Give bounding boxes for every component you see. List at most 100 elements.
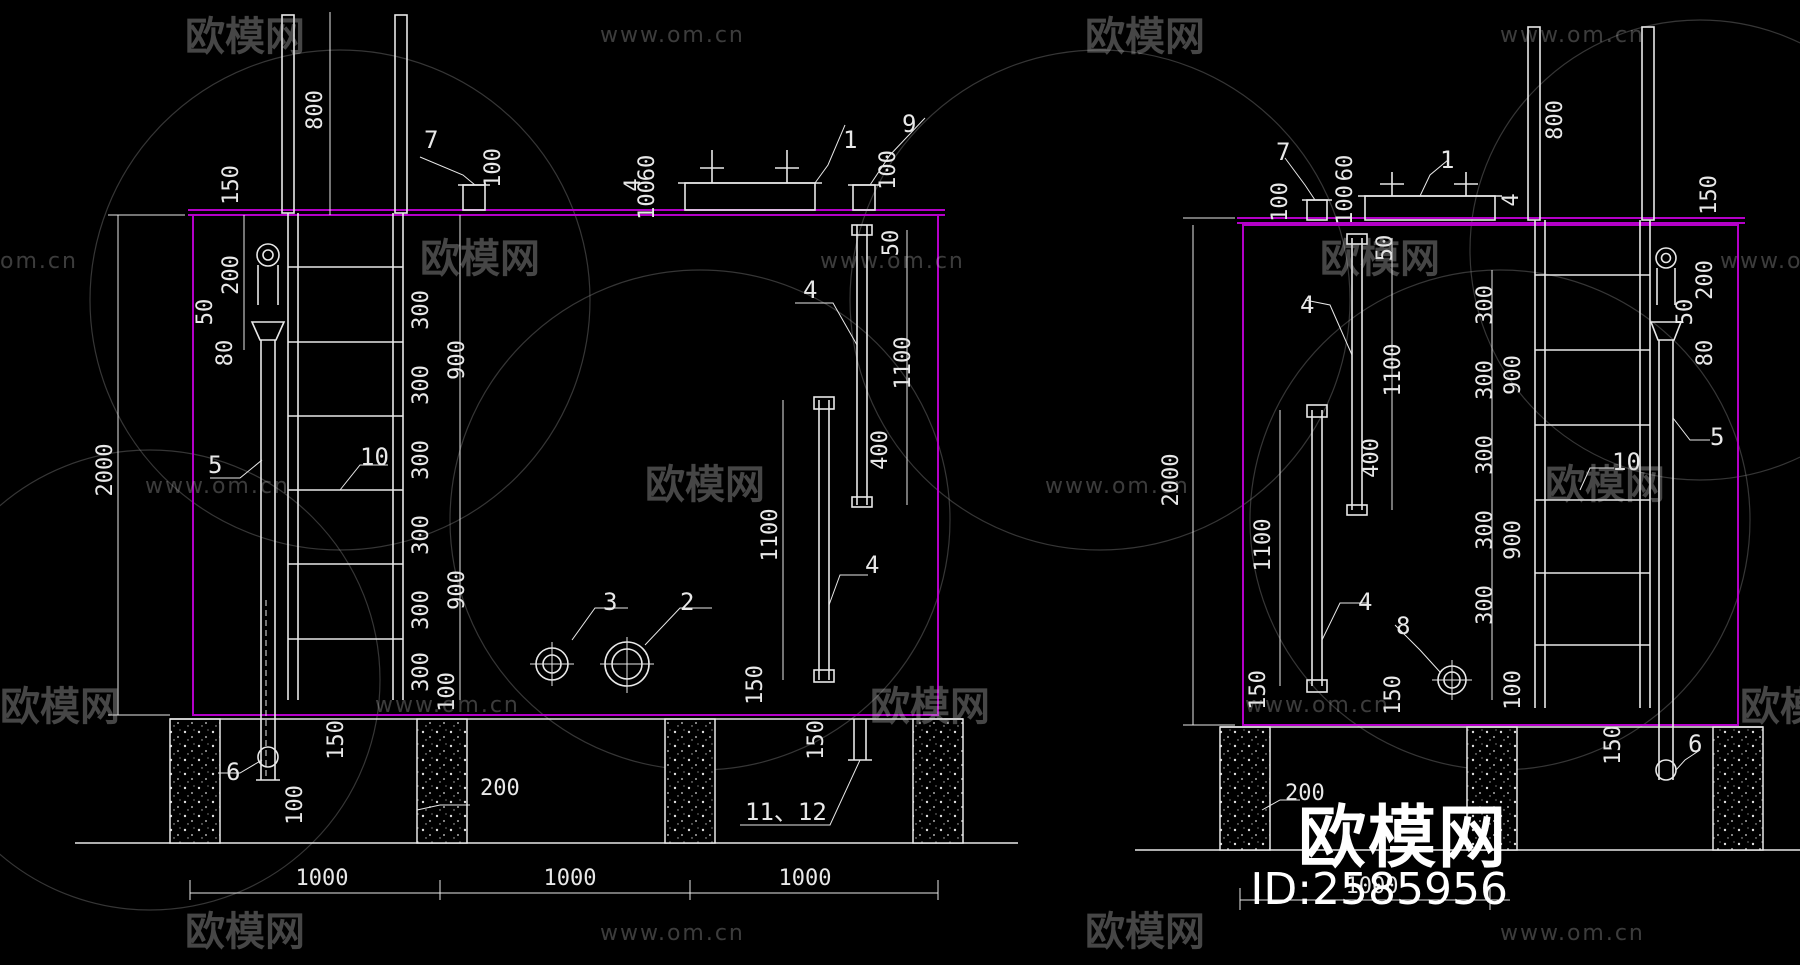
left-ladder-rungs [288, 266, 403, 640]
right-dim-150m: 150 [1381, 675, 1406, 715]
left-pipe-2 [600, 637, 654, 693]
right-footing-3 [1712, 726, 1764, 851]
right-dim-900a: 900 [1501, 355, 1526, 395]
brand-logo: 欧模网 [1297, 799, 1508, 878]
left-label-10: 10 [360, 443, 389, 471]
right-pipe-7 [1302, 199, 1332, 221]
left-label-6: 6 [226, 758, 240, 786]
right-label-1: 1 [1440, 146, 1454, 174]
right-leaders [1261, 157, 1710, 811]
left-label-3: 3 [603, 588, 617, 616]
right-dim-pipe4b-1100: 1100 [1251, 519, 1276, 572]
right-tank-body [1242, 224, 1739, 726]
left-drain-11-12 [848, 719, 872, 761]
watermark-logo: 欧模网 [645, 462, 765, 508]
left-label-7: 7 [424, 126, 438, 154]
left-dim-60: 60 [635, 155, 660, 182]
left-width-dim-3: 1000 [779, 866, 832, 891]
watermark-logo: 欧模网 [1740, 684, 1800, 730]
left-footing-4 [912, 718, 964, 844]
left-dimension-lines [108, 12, 939, 900]
right-ladder-dim-4: 300 [1473, 510, 1498, 550]
left-ladder-dim-1: 300 [409, 290, 434, 330]
watermark-url: www.om.cn [1045, 474, 1190, 499]
left-dim-foot-100: 100 [283, 785, 308, 825]
left-ladder [281, 14, 408, 700]
left-part-labels: 1 2 3 4 4 5 6 7 9 10 11、12 [208, 110, 916, 826]
left-dim-bottom-150: 150 [804, 720, 829, 760]
watermark-logo: 欧模网 [0, 684, 120, 730]
right-dim-top-150: 150 [1697, 175, 1722, 215]
left-dim-900b: 900 [445, 570, 470, 610]
left-footing-1 [169, 718, 221, 844]
left-dim-pipe4-400: 400 [868, 430, 893, 470]
right-label-7: 7 [1276, 138, 1290, 166]
left-manhole-1 [678, 150, 822, 211]
watermark-logo: 欧模网 [870, 684, 990, 730]
left-label-11-12: 11、12 [745, 798, 827, 826]
left-dim-foot-150: 150 [324, 720, 349, 760]
watermark-url: www.om.cn [145, 474, 290, 499]
watermark-url: www.om.cn [375, 693, 520, 718]
left-dim-pipe4b-1100: 1100 [758, 509, 783, 562]
left-dim-pipe9-100: 100 [876, 150, 901, 190]
left-width-dim-1: 1000 [296, 866, 349, 891]
right-label-6: 6 [1688, 730, 1702, 758]
left-dim-top-150: 150 [219, 165, 244, 205]
left-label-4b: 4 [865, 551, 879, 579]
right-label-4b: 4 [1358, 588, 1372, 616]
right-footing-1 [1219, 726, 1271, 851]
right-dimension-text: 2000 1000 300 300 300 300 300 900 900 10… [1159, 100, 1722, 899]
left-dim-ladder-top: 800 [303, 90, 328, 130]
watermark-url: www.om.cn [600, 23, 745, 48]
left-leaders [210, 117, 926, 826]
right-dim-200: 200 [1693, 260, 1718, 300]
right-dimension-lines [1183, 217, 1510, 910]
watermark-logo: 欧模网 [185, 909, 305, 955]
left-width-dim-2: 1000 [544, 866, 597, 891]
watermark-url: om.cn [0, 249, 78, 274]
left-pipe-3 [530, 642, 574, 686]
watermark-logo: 欧模网 [1320, 236, 1440, 282]
left-dim-4: 4 [621, 178, 646, 191]
right-pipe-4-upper [1346, 233, 1368, 516]
watermark-logo: 欧模网 [1545, 462, 1665, 508]
watermark-url: www.om.cn [820, 249, 965, 274]
right-dim-80: 80 [1693, 340, 1718, 367]
right-pipe-4-lower [1306, 404, 1328, 693]
left-dim-150: 150 [743, 665, 768, 705]
right-width-dim: 1000 [1346, 874, 1399, 899]
right-dim-900b: 900 [1501, 520, 1526, 560]
right-part-labels: 1 4 4 5 6 7 8 10 [1276, 138, 1724, 758]
left-pipe-5 [250, 243, 286, 781]
watermark-url: www.om.cn [1720, 249, 1800, 274]
right-label-5: 5 [1710, 423, 1724, 451]
left-ladder-dim-2: 300 [409, 365, 434, 405]
left-dim-pipe7-100: 100 [481, 148, 506, 188]
right-dim-150l: 150 [1246, 670, 1271, 710]
right-pipe-5 [1649, 247, 1683, 781]
right-dim-pipe7-100: 100 [1268, 182, 1293, 222]
right-label-8: 8 [1396, 612, 1410, 640]
watermark-url: www.om.cn [600, 921, 745, 946]
left-footing-3 [664, 718, 716, 844]
watermark-url: www.om.cn [1500, 921, 1645, 946]
watermarks: 欧模网 欧模网 欧模网 欧模网 欧模网 欧模网 欧模网 欧模网 欧模网 欧模网 … [0, 14, 1800, 955]
left-footing-2 [416, 718, 468, 844]
right-dim-4: 4 [1499, 193, 1524, 206]
left-label-5: 5 [208, 451, 222, 479]
watermark-logo: 欧模网 [185, 14, 305, 60]
left-dim-900a: 900 [445, 340, 470, 380]
watermark-logo: 欧模网 [1085, 909, 1205, 955]
right-dim-ladder-top: 800 [1543, 100, 1568, 140]
left-dim-200: 200 [219, 255, 244, 295]
left-dim-100-right: 100 [435, 672, 460, 712]
left-pipe-9 [848, 184, 880, 211]
left-ladder-dim-4: 300 [409, 515, 434, 555]
left-label-4a: 4 [803, 276, 817, 304]
right-footing-2 [1466, 726, 1518, 851]
right-dim-pipe4-400: 400 [1359, 438, 1384, 478]
left-dim-pipe4-1100: 1100 [891, 337, 916, 390]
right-label-10: 10 [1612, 448, 1641, 476]
